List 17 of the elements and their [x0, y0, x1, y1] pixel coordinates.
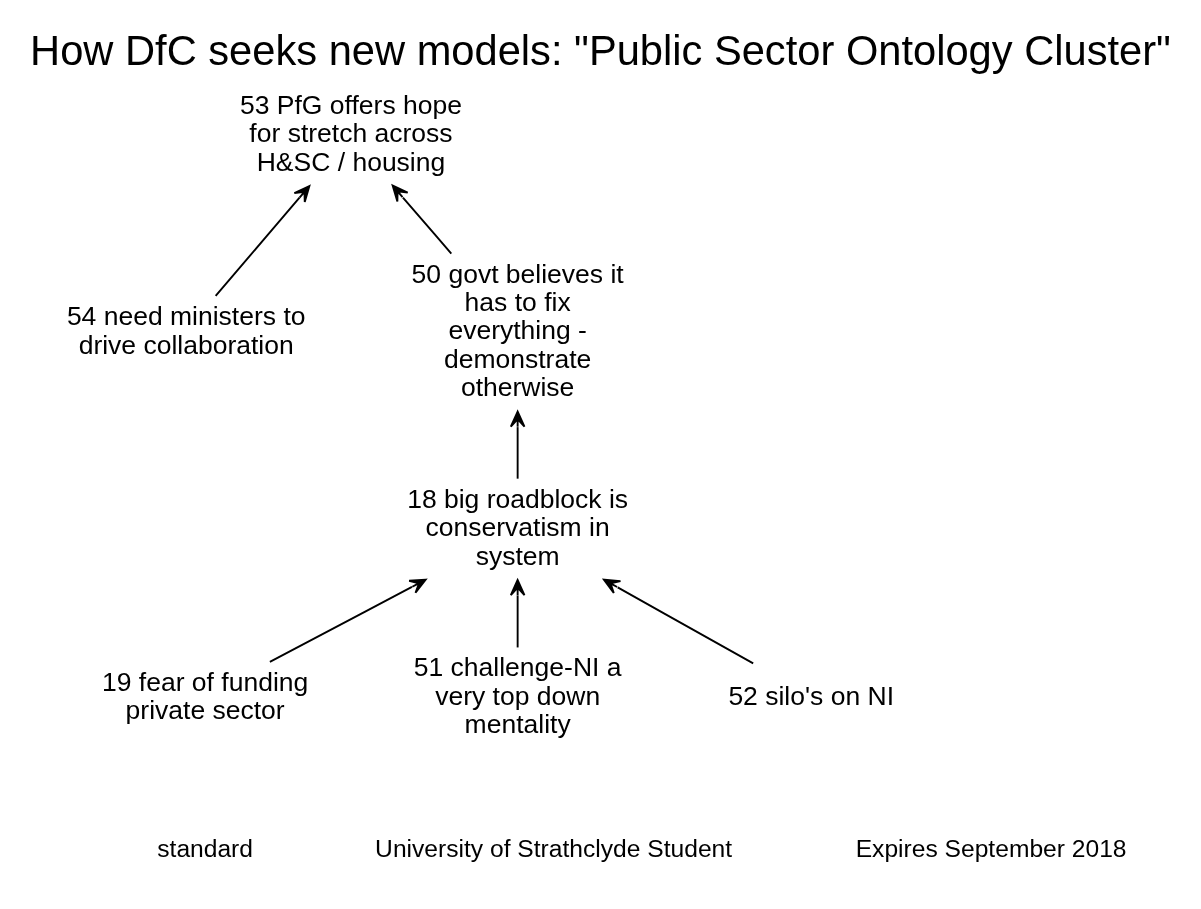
label: standard	[157, 834, 254, 862]
node-text: 53 PfG offers hope for stretch across H&SC / housing	[239, 89, 462, 177]
arrow	[509, 579, 526, 649]
diagram-title: How DfC seeks new models: "Public Sector Ontology Cluster"	[30, 27, 1171, 75]
node-text: 51 challenge-NI a very top down mentality	[413, 652, 622, 740]
arrow	[391, 184, 453, 255]
node-text: 18 big roadblock is conservatism in system	[407, 483, 629, 571]
node-text: 19 fear of funding private sector	[102, 666, 309, 726]
arrow	[602, 578, 755, 665]
arrow	[268, 578, 427, 663]
label: Expires September 2018	[855, 834, 1127, 862]
label: University of Strathclyde Student	[375, 834, 733, 862]
node-text: 50 govt believes it has to fix everything - demonstrate otherwise	[411, 258, 624, 403]
node-text: 52 silo's on NI	[728, 680, 895, 711]
arrow	[509, 410, 526, 480]
arrow	[214, 185, 311, 297]
node-text: 54 need ministers to drive collaboration	[66, 301, 306, 360]
